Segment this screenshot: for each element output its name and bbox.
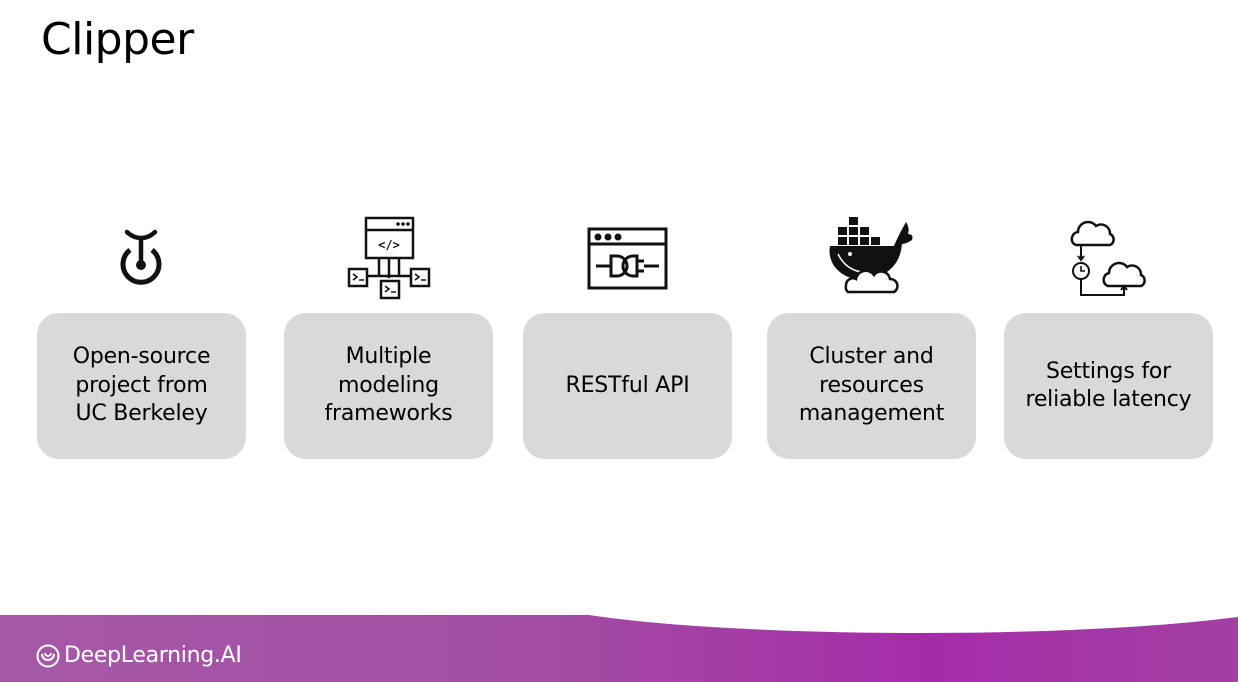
- card-cluster-management: Cluster and resources management: [767, 313, 976, 459]
- card-restful-api: RESTful API: [523, 313, 732, 459]
- clipper-logo-icon: [120, 229, 162, 285]
- card-open-source: Open-source project from UC Berkeley: [37, 313, 246, 459]
- code-framework-icon: </>: [347, 216, 431, 300]
- card-reliable-latency-label: Settings for reliable latency: [1025, 358, 1192, 413]
- api-plug-icon: [587, 227, 668, 290]
- brand: DeepLearning.AI: [36, 643, 242, 668]
- card-modeling-frameworks-label: Multiple modeling frameworks: [324, 344, 453, 427]
- brand-name: DeepLearning.AI: [64, 643, 242, 668]
- deeplearning-logo-icon: [36, 644, 60, 667]
- card-restful-api-label: RESTful API: [565, 372, 690, 398]
- docker-whale-icon: [829, 217, 913, 294]
- cloud-latency-icon: [1070, 220, 1146, 296]
- card-open-source-label: Open-source project from UC Berkeley: [72, 344, 211, 427]
- footer-bar: DeepLearning.AI: [0, 615, 1238, 682]
- svg-text:</>: </>: [378, 238, 400, 252]
- footer-wave: [520, 615, 1238, 633]
- slide-title: Clipper: [41, 14, 194, 65]
- card-modeling-frameworks: Multiple modeling frameworks: [284, 313, 493, 459]
- card-reliable-latency: Settings for reliable latency: [1004, 313, 1213, 459]
- card-cluster-management-label: Cluster and resources management: [798, 344, 945, 427]
